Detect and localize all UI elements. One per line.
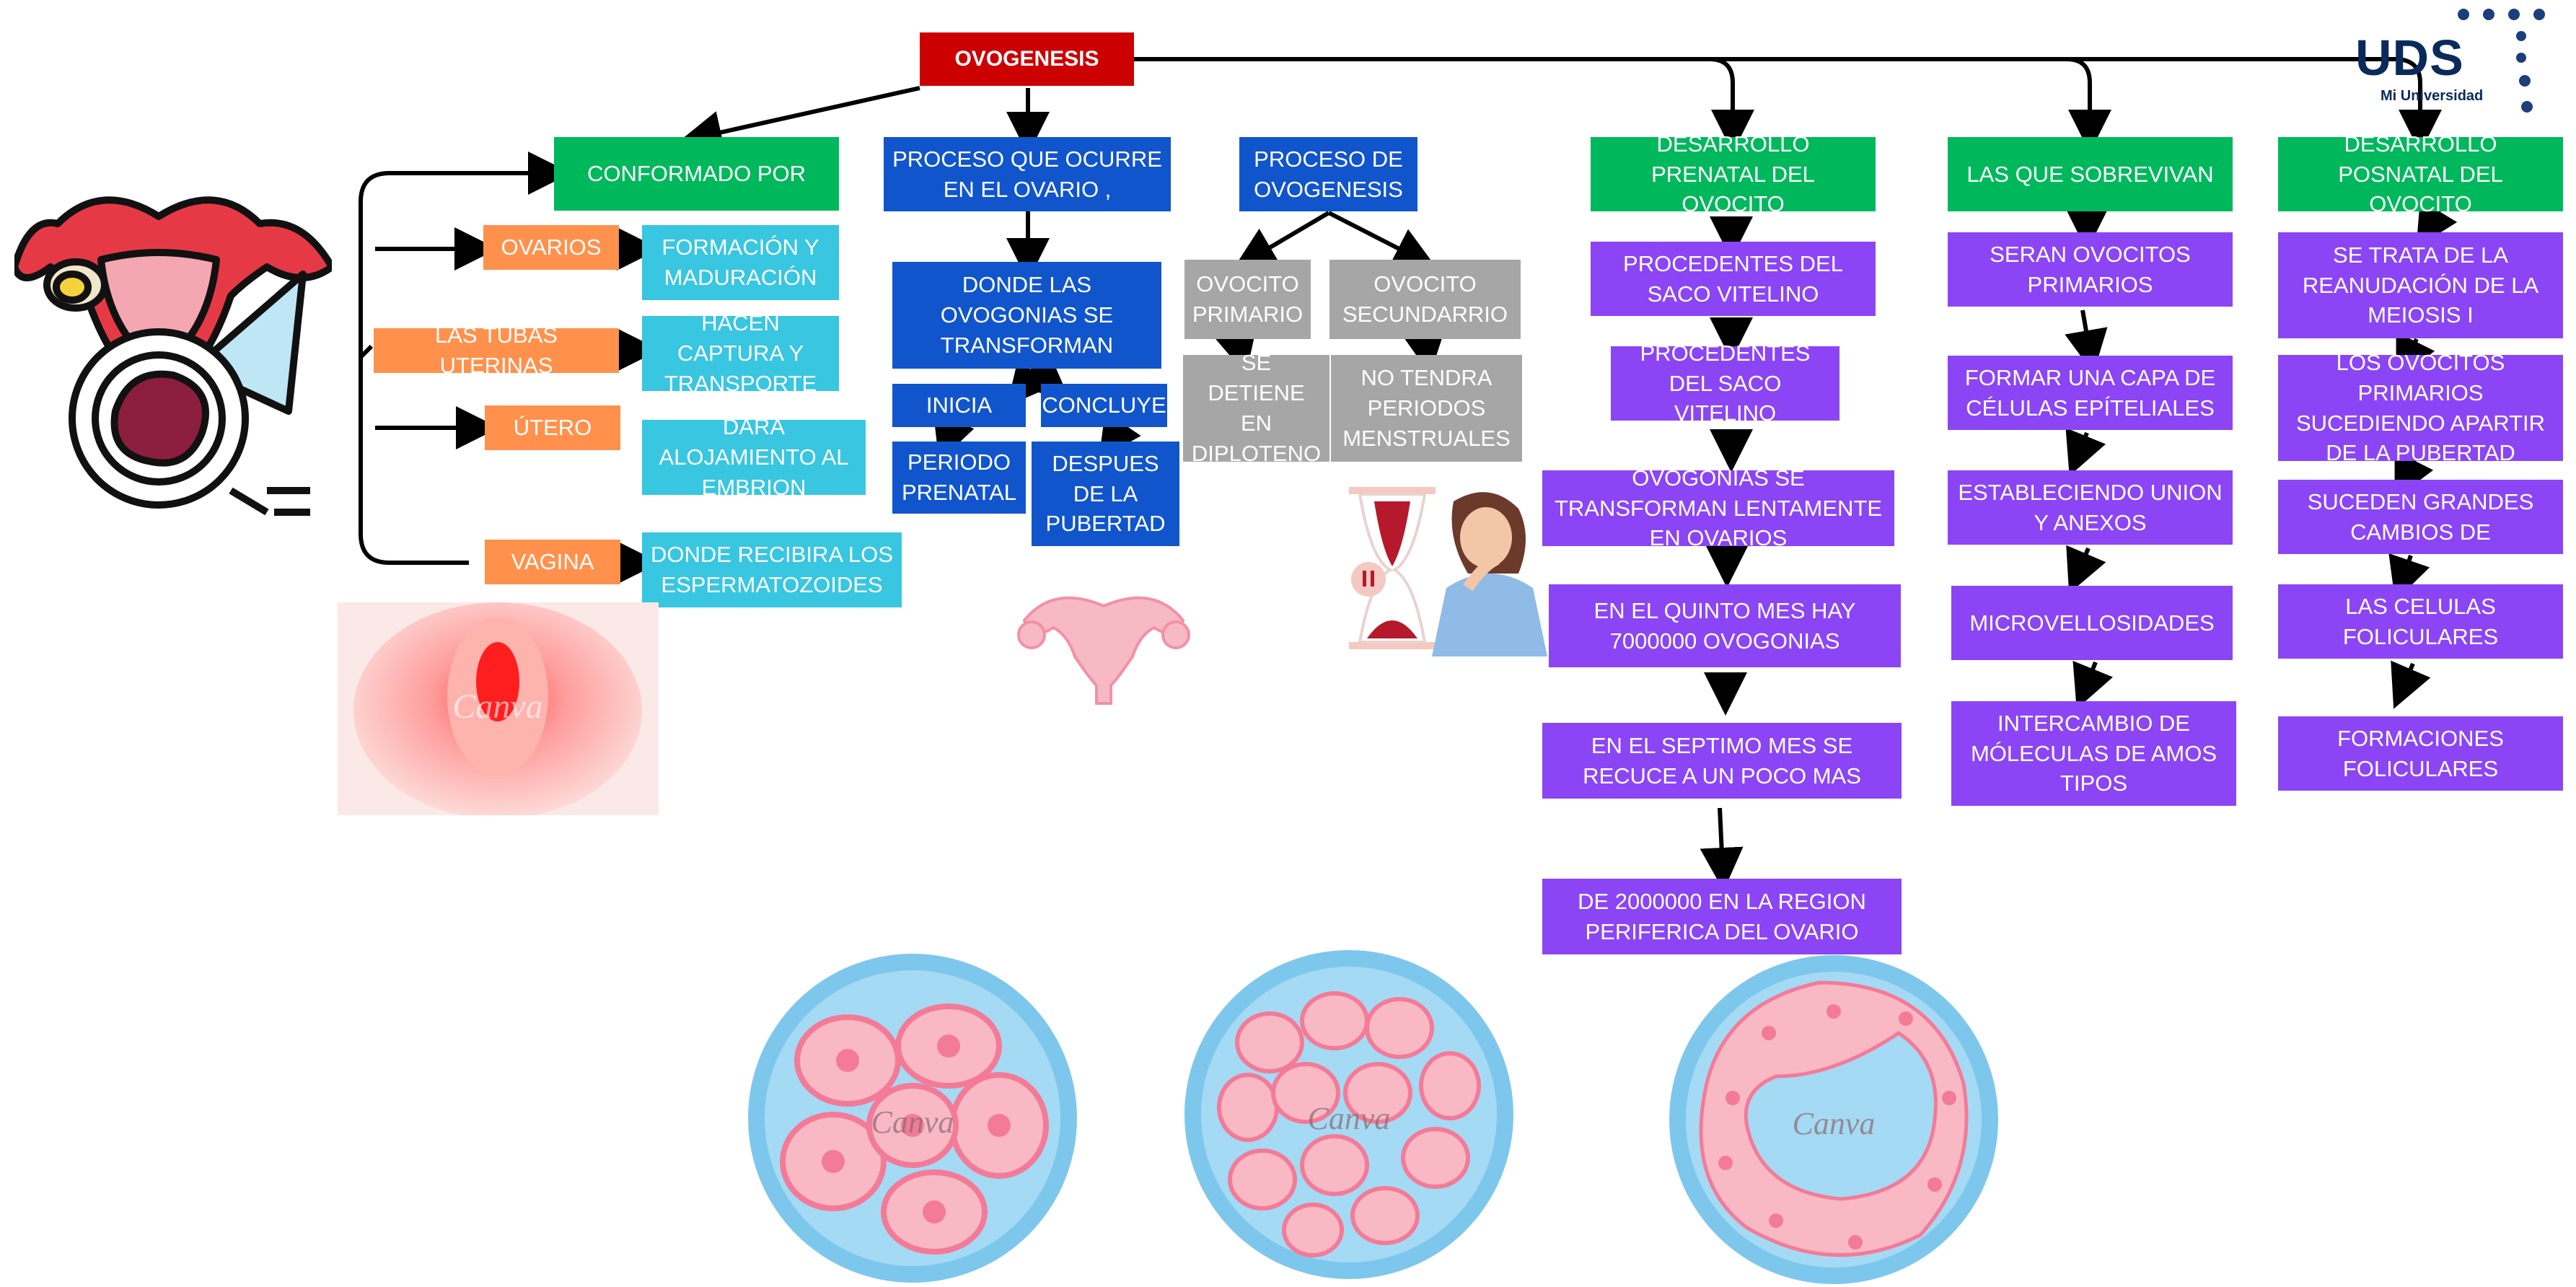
vagina-box: VAGINA	[485, 540, 620, 584]
vulva-illustration: Canva	[338, 602, 659, 815]
title-box: OVOGENESIS	[920, 32, 1134, 86]
svg-text:Canva: Canva	[452, 688, 542, 726]
tubas-box: LAS TUBAS UTERINAS	[374, 322, 619, 378]
follicle-cell-illustration: Canva	[748, 954, 1077, 1283]
ovocito-secundario-box: OVOCITO SECUNDARRIO	[1329, 260, 1521, 339]
proceso-ovario-box: PROCESO QUE OCURRE EN EL OVARIO ,	[884, 137, 1171, 211]
posnatal-item: SE TRATA DE LA REANUDACIÓN DE LA MEIOSIS…	[2278, 232, 2563, 338]
inicia-box: INICIA	[892, 384, 1026, 427]
ovocito-primario-box: OVOCITO PRIMARIO	[1184, 260, 1311, 339]
se-detiene-box: SE DETIENE EN DIPLOTENO	[1183, 350, 1329, 466]
posnatal-item: LAS CELULAS FOLICULARES	[2278, 584, 2563, 659]
sobrevivan-item: MICROVELLOSIDADES	[1951, 586, 2233, 660]
utero-desc-box: DARA ALOJAMIENTO AL EMBRION	[642, 414, 866, 500]
no-tendra-box: NO TENDRA PERIODOS MENSTRUALES	[1331, 355, 1522, 462]
watermark-text: Canva	[1793, 1106, 1876, 1141]
sobrevivan-box: LAS QUE SOBREVIVAN	[1948, 137, 2233, 211]
sobrevivan-item: FORMAR UNA CAPA DE CÉLULAS EPÍTELIALES	[1948, 356, 2233, 430]
logo-tagline: Mi Universidad	[2381, 88, 2484, 104]
ovarios-box: OVARIOS	[483, 225, 619, 270]
periodo-prenatal-box: PERIODO PRENATAL	[892, 442, 1026, 514]
hourglass-woman-illustration	[1349, 487, 1547, 656]
despues-pubertad-box: DESPUES DE LA PUBERTAD	[1032, 442, 1179, 546]
ovogonias-transforman-box: DONDE LAS OVOGONIAS SE TRANSFORMAN	[892, 262, 1161, 369]
watermark-text: Canva	[1308, 1101, 1391, 1136]
prenatal-item: OVOGONIAS SE TRANSFORMAN LENTAMENTE EN O…	[1542, 465, 1894, 550]
logo-brand: UDS	[2355, 30, 2464, 86]
prenatal-item: EN EL SEPTIMO MES SE RECUCE A UN POCO MA…	[1542, 723, 1902, 799]
sobrevivan-item: INTERCAMBIO DE MÓLECULAS DE AMOS TIPOS	[1951, 701, 2236, 806]
logo-dots-icon	[2458, 9, 2545, 113]
prenatal-item: PROCEDENTES DEL SACO VITELINO	[1611, 341, 1839, 426]
follicle-cell-illustration: Canva	[1184, 950, 1513, 1279]
uterus-magnifier-icon	[14, 196, 332, 516]
posnatal-item: FORMACIONES FOLICULARES	[2278, 716, 2563, 791]
watermark-text: Canva	[871, 1104, 954, 1140]
posnatal-item: LOS OVOCITOS PRIMARIOS SUCEDIENDO APARTI…	[2278, 350, 2563, 465]
sobrevivan-item: SERAN OVOCITOS PRIMARIOS	[1948, 232, 2233, 307]
tubas-desc-box: HACEN CAPTURA Y TRANSPORTE	[642, 310, 839, 396]
posnatal-item: SUCEDEN GRANDES CAMBIOS DE	[2278, 480, 2563, 554]
vagina-desc-box: DONDE RECIBIRA LOS ESPERMATOZOIDES	[642, 532, 902, 607]
prenatal-item: PROCEDENTES DEL SACO VITELINO	[1591, 242, 1876, 316]
prenatal-item: EN EL QUINTO MES HAY 7000000 OVOGONIAS	[1549, 584, 1901, 667]
prenatal-item: DE 2000000 EN LA REGION PERIFERICA DEL O…	[1542, 879, 1902, 954]
desarrollo-prenatal-box: DESARROLLO PRENATAL DEL OVOCITO	[1591, 131, 1876, 216]
sobrevivan-item: ESTABLECIENDO UNION Y ANEXOS	[1948, 470, 2233, 545]
utero-box: ÚTERO	[485, 405, 620, 450]
small-uterus-icon	[1017, 596, 1190, 705]
follicle-cell-illustration: Canva	[1669, 955, 1998, 1284]
concluye-box: CONCLUYE	[1041, 384, 1167, 427]
desarrollo-posnatal-box: DESARROLLO POSNATAL DEL OVOCITO	[2278, 131, 2563, 216]
ovarios-desc-box: FORMACIÓN Y MADURACIÓN	[642, 225, 839, 300]
proceso-ovogenesis-box: PROCESO DE OVOGENESIS	[1239, 137, 1417, 211]
conformado-por-box: CONFORMADO POR	[554, 137, 839, 211]
